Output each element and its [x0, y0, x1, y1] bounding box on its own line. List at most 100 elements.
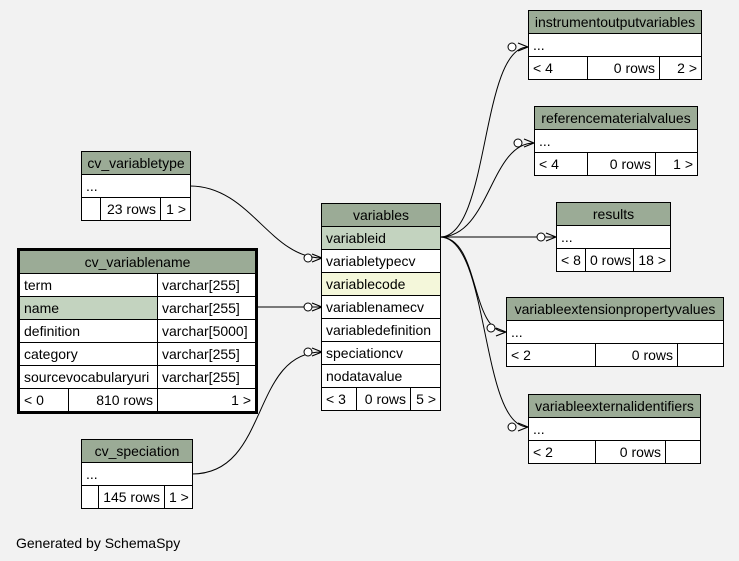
column-row[interactable]: variabledefinition	[322, 319, 440, 342]
table-stats-row: < 4 0 rows 2 >	[529, 57, 701, 79]
table-cell: ...	[533, 421, 545, 437]
children-count[interactable]: 5 >	[410, 388, 440, 410]
parents-count[interactable]: < 4	[533, 60, 553, 76]
column-row[interactable]: variableid	[322, 227, 440, 250]
column-row[interactable]: variabletypecv	[322, 250, 440, 273]
parents-count[interactable]: < 2	[511, 347, 531, 363]
column-row[interactable]: category varchar[255]	[20, 343, 255, 366]
column-row[interactable]: term varchar[255]	[20, 274, 255, 297]
table-stats-row: < 2 0 rows	[529, 441, 700, 463]
crowfoot-arrow	[517, 42, 529, 52]
parents-count[interactable]	[82, 486, 98, 508]
table-variables[interactable]: variables variableid variabletypecv vari…	[321, 203, 441, 411]
column-row[interactable]: speciationcv	[322, 342, 440, 365]
parents-count[interactable]: < 3	[326, 391, 346, 407]
column-name: definition	[24, 323, 81, 339]
column-name: variablecode	[326, 276, 406, 292]
table-header[interactable]: results	[557, 203, 670, 226]
children-count[interactable]: 1 >	[157, 389, 255, 411]
parents-count[interactable]: < 4	[539, 156, 559, 172]
edge-end-circle	[513, 138, 523, 148]
table-cell: ...	[561, 229, 573, 245]
column-row[interactable]: sourcevocabularyuri varchar[255]	[20, 366, 255, 389]
table-header[interactable]: variables	[322, 204, 440, 227]
crowfoot-arrow	[311, 302, 323, 312]
table-cell: ...	[511, 324, 523, 340]
parents-count[interactable]: < 8	[561, 252, 581, 268]
column-row[interactable]: variablecode	[322, 273, 440, 296]
table-header[interactable]: instrumentoutputvariables	[529, 11, 701, 34]
table-row: ...	[535, 130, 697, 153]
table-variableextensionpropertyvalues[interactable]: variableextensionpropertyvalues ... < 2 …	[506, 297, 724, 367]
edge-end-circle	[303, 253, 313, 263]
edge-end-circle	[536, 232, 546, 242]
edge-variables-variableexternalidentifiers	[439, 236, 529, 428]
column-row[interactable]: definition varchar[5000]	[20, 320, 255, 343]
table-stats-row: 23 rows 1 >	[82, 198, 190, 220]
column-name: sourcevocabularyuri	[24, 369, 150, 385]
edge-end-circle	[303, 302, 313, 312]
table-row: ...	[82, 463, 192, 486]
crowfoot-arrow	[495, 327, 507, 337]
edge-cv_speciation-variables	[191, 351, 323, 475]
table-header[interactable]: variableexternalidentifiers	[529, 395, 700, 418]
crowfoot-arrow	[311, 253, 323, 263]
table-stats-row: < 8 0 rows 18 >	[557, 249, 670, 271]
row-count: 0 rows	[587, 153, 655, 175]
table-stats-row: < 3 0 rows 5 >	[322, 388, 440, 410]
column-name: nodatavalue	[326, 368, 403, 384]
column-name: category	[24, 346, 78, 362]
crowfoot-arrow	[311, 347, 323, 357]
column-name: variabledefinition	[326, 322, 432, 338]
table-cv_speciation[interactable]: cv_speciation ... 145 rows 1 >	[81, 439, 193, 509]
edge-variables-instrumentoutputvariables	[439, 46, 529, 238]
generated-by-footer: Generated by SchemaSpy	[16, 535, 181, 551]
column-row[interactable]: variablenamecv	[322, 296, 440, 319]
row-count: 23 rows	[100, 198, 160, 220]
table-header[interactable]: cv_variablename	[20, 251, 255, 274]
parents-count[interactable]: < 0	[24, 392, 44, 408]
table-cv_variablename[interactable]: cv_variablename term varchar[255] name v…	[17, 248, 258, 414]
parents-count[interactable]: < 2	[533, 444, 553, 460]
table-cell: ...	[86, 178, 98, 194]
children-count[interactable]	[677, 344, 723, 366]
table-stats-row: < 0 810 rows 1 >	[20, 389, 255, 411]
column-name: variabletypecv	[326, 253, 416, 269]
table-cell: ...	[539, 133, 551, 149]
children-count[interactable]: 2 >	[659, 57, 701, 79]
row-count: 0 rows	[585, 249, 633, 271]
table-results[interactable]: results ... < 8 0 rows 18 >	[556, 202, 671, 272]
column-type: varchar[5000]	[157, 320, 255, 342]
table-header[interactable]: variableextensionpropertyvalues	[507, 298, 723, 321]
table-header[interactable]: cv_speciation	[82, 440, 192, 463]
children-count[interactable]	[665, 441, 700, 463]
table-referencematerialvalues[interactable]: referencematerialvalues ... < 4 0 rows 1…	[534, 106, 698, 176]
column-name: term	[24, 277, 52, 293]
parents-count[interactable]	[82, 198, 100, 220]
table-header[interactable]: cv_variabletype	[82, 152, 190, 175]
children-count[interactable]: 1 >	[655, 153, 697, 175]
edge-variables-referencematerialvalues	[439, 142, 535, 238]
children-count[interactable]: 18 >	[633, 249, 670, 271]
edge-end-circle	[507, 42, 517, 52]
crowfoot-arrow	[545, 232, 557, 242]
column-row[interactable]: name varchar[255]	[20, 297, 255, 320]
row-count: 0 rows	[587, 57, 659, 79]
table-variableexternalidentifiers[interactable]: variableexternalidentifiers ... < 2 0 ro…	[528, 394, 701, 464]
table-instrumentoutputvariables[interactable]: instrumentoutputvariables ... < 4 0 rows…	[528, 10, 702, 80]
column-type: varchar[255]	[157, 343, 255, 365]
edge-end-circle	[303, 347, 313, 357]
children-count[interactable]: 1 >	[164, 486, 192, 508]
table-row: ...	[529, 418, 700, 441]
crowfoot-arrow	[523, 138, 535, 148]
table-header[interactable]: referencematerialvalues	[535, 107, 697, 130]
table-cv_variabletype[interactable]: cv_variabletype ... 23 rows 1 >	[81, 151, 191, 221]
edge-variables-variableextensionpropertyvalues	[439, 236, 507, 333]
children-count[interactable]: 1 >	[160, 198, 190, 220]
table-cell: ...	[86, 466, 98, 482]
column-row[interactable]: nodatavalue	[322, 365, 440, 388]
crowfoot-arrow	[517, 422, 529, 432]
table-row: ...	[557, 226, 670, 249]
row-count: 145 rows	[98, 486, 164, 508]
row-count: 0 rows	[595, 344, 677, 366]
